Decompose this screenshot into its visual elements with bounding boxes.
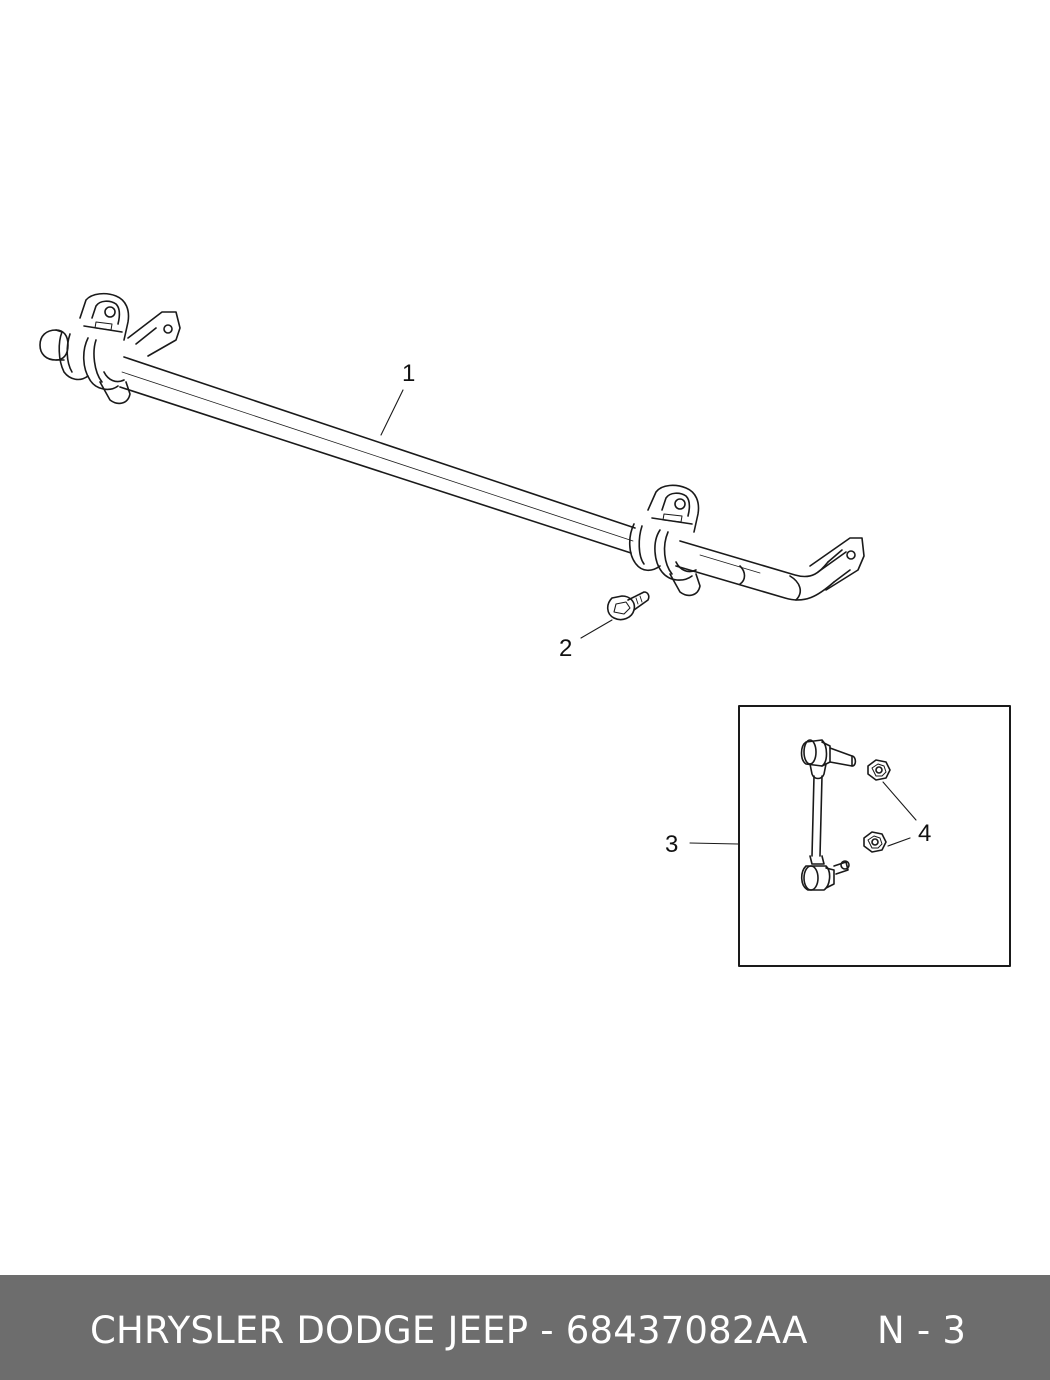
footer-page-label: N - 3 — [877, 1309, 967, 1352]
leader-line-3 — [689, 842, 739, 845]
right-bushing-clamp — [628, 484, 701, 597]
leader-line-4b — [887, 837, 911, 847]
leader-line-2 — [580, 619, 613, 639]
stabilizer-bar — [39, 329, 851, 601]
callout-2: 2 — [559, 635, 572, 662]
leader-line-1 — [380, 389, 404, 436]
bolt — [606, 591, 650, 621]
leader-line-4a — [882, 781, 917, 821]
callout-4: 4 — [918, 820, 931, 847]
stabilizer-link — [800, 739, 857, 891]
inset-frame — [738, 705, 1011, 967]
nut-lower — [863, 831, 887, 853]
parts-diagram: 1 2 3 4 — [39, 292, 1011, 967]
bar-end-bracket — [809, 537, 865, 591]
callout-1: 1 — [402, 360, 415, 387]
footer-title: CHRYSLER DODGE JEEP - 68437082AA — [90, 1309, 808, 1352]
callout-3: 3 — [665, 831, 678, 858]
footer-bar: CHRYSLER DODGE JEEP - 68437082AA N - 3 — [0, 1275, 1050, 1380]
left-bushing-clamp — [58, 292, 181, 405]
nut-upper — [867, 759, 891, 781]
